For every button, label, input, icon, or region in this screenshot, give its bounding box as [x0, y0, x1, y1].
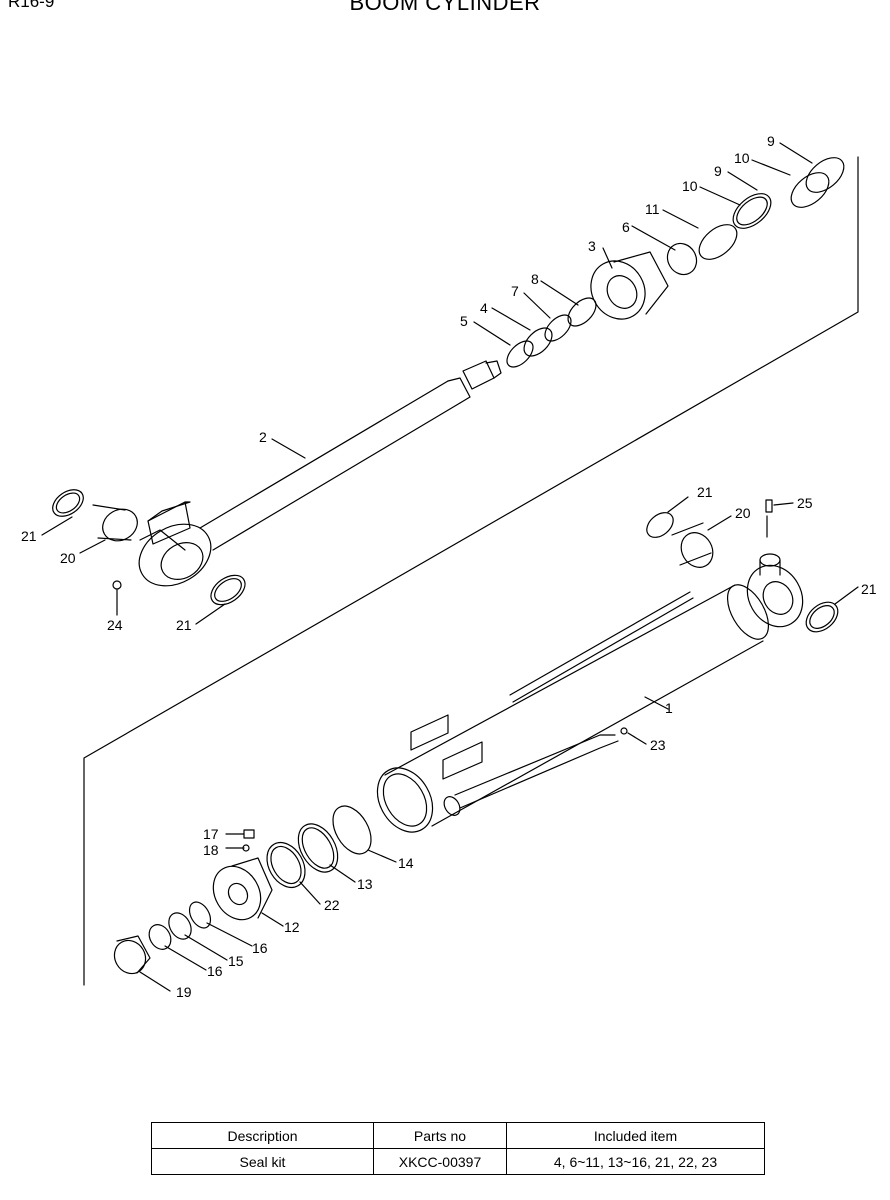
callout-25: 25	[797, 495, 813, 511]
bushing-part	[102, 508, 138, 542]
callout-1: 1	[665, 700, 673, 716]
table-cell: XKCC-00397	[373, 1148, 507, 1175]
leader-lines	[41, 142, 859, 992]
callout-16b: 16	[207, 963, 223, 979]
callout-18: 18	[203, 842, 219, 858]
callout-22: 22	[324, 897, 340, 913]
callout-9: 9	[767, 133, 775, 149]
callout-21c: 21	[697, 484, 713, 500]
callout-2: 2	[259, 429, 267, 445]
callout-10: 10	[734, 150, 750, 166]
table-header-cell: Included item	[506, 1122, 765, 1149]
cylinder-tube-part	[376, 553, 804, 833]
callout-21d: 21	[861, 581, 877, 597]
callout-8: 8	[531, 271, 539, 287]
table-header-row: Description Parts no Included item	[151, 1122, 765, 1149]
callout-14: 14	[398, 855, 414, 871]
callout-19: 19	[176, 984, 192, 1000]
callout-3: 3	[588, 238, 596, 254]
piston-part	[212, 857, 273, 921]
callout-16: 16	[252, 940, 268, 956]
callout-5: 5	[460, 313, 468, 329]
table-cell: 4, 6~11, 13~16, 21, 22, 23	[506, 1148, 765, 1175]
callout-20: 20	[60, 550, 76, 566]
table-header-cell: Parts no	[373, 1122, 507, 1149]
callout-6: 6	[622, 219, 630, 235]
callout-10b: 10	[682, 178, 698, 194]
callout-12: 12	[284, 919, 300, 935]
callout-21b: 21	[176, 617, 192, 633]
callout-13: 13	[357, 876, 373, 892]
callout-23: 23	[650, 737, 666, 753]
callout-4: 4	[480, 300, 488, 316]
callout-9b: 9	[714, 163, 722, 179]
callout-labels: 1 2 3 4 5 6 7 8 9 9 10 10 11 12 13 14 15…	[21, 133, 877, 1000]
seal-kit-table: Description Parts no Included item Seal …	[151, 1122, 765, 1175]
table-row: Seal kit XKCC-00397 4, 6~11, 13~16, 21, …	[151, 1148, 765, 1175]
callout-24: 24	[107, 617, 123, 633]
rod-cover-gland-part	[590, 251, 669, 320]
callout-17: 17	[203, 826, 219, 842]
callout-20b: 20	[735, 505, 751, 521]
table-cell: Seal kit	[151, 1148, 374, 1175]
table-header-cell: Description	[151, 1122, 374, 1149]
exploded-view-frame	[83, 156, 859, 986]
piston-rod-part	[138, 360, 502, 587]
page-title: BOOM CYLINDER	[349, 0, 541, 15]
page-code: R16-9	[8, 0, 55, 11]
callout-15: 15	[228, 953, 244, 969]
callout-7: 7	[511, 283, 519, 299]
callout-11: 11	[645, 201, 660, 217]
callout-21: 21	[21, 528, 37, 544]
